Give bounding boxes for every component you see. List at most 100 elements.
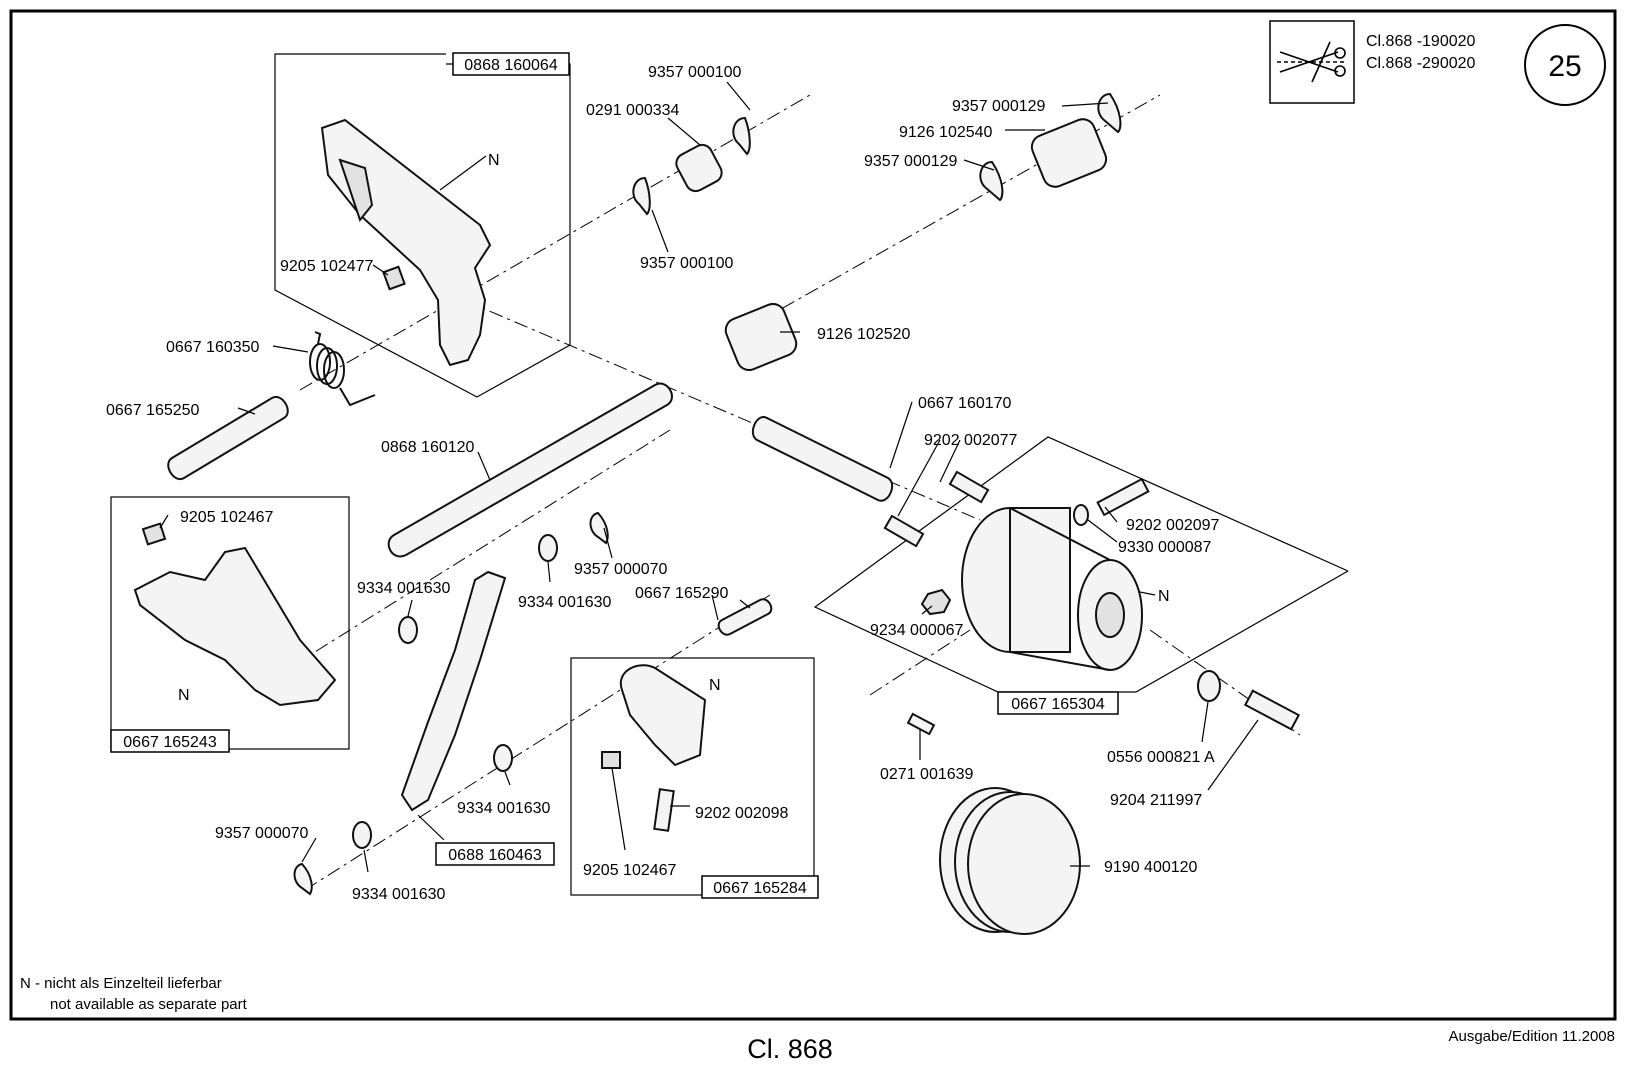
link-arm-part [400, 570, 507, 812]
label-0667-165250: 0667 165250 [106, 402, 200, 419]
legend-line-1: N - nicht als Einzelteil lieferbar [20, 975, 222, 992]
label-9357-000100-top: 9357 000100 [648, 64, 742, 81]
link-assembly-number: 0688 160463 [448, 847, 542, 864]
label-9126-102520: 9126 102520 [817, 326, 911, 343]
washer-c [493, 744, 513, 772]
n-mark-clamp: N [709, 677, 721, 694]
label-0667-165290: 0667 165290 [635, 585, 729, 602]
label-0868-160120: 0868 160120 [381, 439, 475, 456]
lever-assembly-box [452, 52, 570, 76]
cap-part [939, 787, 1081, 935]
label-9234-000067: 9234 000067 [870, 622, 964, 639]
clip-c [1097, 92, 1122, 134]
clamp-assembly-number: 0667 165284 [713, 880, 807, 897]
n-mark-lever: N [488, 152, 500, 169]
scissors-icon [1277, 41, 1346, 83]
shaft-part [387, 382, 673, 558]
label-9202-002077: 9202 002077 [924, 432, 1018, 449]
lever-assembly-number: 0868 160064 [464, 57, 558, 74]
label-9334-001630-a: 9334 001630 [357, 580, 451, 597]
label-9202-002097: 9202 002097 [1126, 517, 1220, 534]
assembly-labels: 0868 160064 0667 165243 0667 165284 0667… [110, 52, 1119, 899]
label-9204-211997: 9204 211997 [1110, 792, 1202, 809]
bracket-assembly-box [110, 729, 230, 753]
part-labels: 9357 000100 0291 000334 9357 000100 9357… [106, 64, 1220, 903]
small-pin-part [717, 598, 773, 636]
n-mark-hub: N [1158, 588, 1170, 605]
clamp-part [619, 664, 707, 767]
label-9205-102477: 9205 102477 [280, 258, 374, 275]
label-0291-000334: 0291 000334 [586, 102, 680, 119]
label-0271-001639: 0271 001639 [880, 766, 974, 783]
sheet-frame [9, 9, 1617, 1021]
cap-screw-c [883, 514, 925, 548]
clamp-assembly-outline [570, 657, 815, 896]
bracket-part [133, 546, 337, 707]
model-line-2: Cl.868 -290020 [1366, 55, 1476, 72]
page-number-circle [1524, 24, 1606, 106]
label-9334-001630-c: 9334 001630 [457, 800, 551, 817]
model-line-1: Cl.868 -190020 [1366, 33, 1476, 50]
hub-assembly-outline [813, 436, 1349, 693]
washer-a [398, 616, 418, 644]
label-9357-000070-bottom: 9357 000070 [215, 825, 309, 842]
clip-b [632, 176, 651, 216]
label-9357-000100-bottom: 9357 000100 [640, 255, 734, 272]
sleeve-c [724, 302, 798, 372]
cap-screw-b [948, 470, 990, 504]
legend-line-2: not available as separate part [50, 996, 248, 1013]
screw-9204 [1243, 689, 1301, 731]
set-screw-a [382, 265, 406, 291]
spring-part [309, 331, 376, 407]
label-9334-001630-b: 9334 001630 [518, 594, 612, 611]
set-screw-c [601, 751, 621, 769]
footer-title: Cl. 868 [747, 1034, 833, 1064]
label-9330-000087: 9330 000087 [1118, 539, 1212, 556]
edition-label: Ausgabe/Edition 11.2008 [1448, 1028, 1615, 1045]
label-0556-000821: 0556 000821 A [1107, 749, 1215, 766]
clip-a [732, 116, 751, 156]
leader-lines [159, 81, 1259, 873]
clamp-assembly-box [701, 875, 819, 899]
label-9357-000129-top: 9357 000129 [952, 98, 1046, 115]
sleeve-a [675, 143, 723, 193]
screw-0271 [906, 712, 936, 736]
cap-screw-a [653, 788, 675, 832]
lever-assembly-outline [274, 53, 571, 398]
cap-screw-d [1096, 477, 1150, 517]
label-9334-001630-d: 9334 001630 [352, 886, 446, 903]
washer-e [1073, 504, 1089, 526]
hub-assembly-box [997, 691, 1119, 715]
label-9202-002098: 9202 002098 [695, 805, 789, 822]
part-drawings [133, 92, 1301, 935]
clip-e [589, 511, 609, 545]
clip-f [293, 862, 313, 896]
label-0667-160350: 0667 160350 [166, 339, 260, 356]
sleeve-b [1030, 118, 1108, 188]
lever-slot [338, 158, 374, 223]
threaded-pin-part [751, 416, 894, 502]
n-marks: N N N N [178, 152, 1170, 704]
label-0667-160170: 0667 160170 [918, 395, 1012, 412]
pin-part [167, 395, 289, 481]
washer-b [538, 534, 558, 562]
assembly-outlines [110, 53, 1349, 896]
hub-part [961, 507, 1143, 671]
washer-f [1197, 670, 1221, 702]
label-9126-102540: 9126 102540 [899, 124, 993, 141]
page-number: 25 [1548, 50, 1581, 83]
washer-d [352, 821, 372, 849]
legend: N - nicht als Einzelteil lieferbar not a… [20, 975, 248, 1013]
label-9205-102467-clamp: 9205 102467 [583, 862, 677, 879]
bracket-assembly-outline [110, 496, 350, 750]
label-9205-102467-left: 9205 102467 [180, 509, 274, 526]
bracket-assembly-number: 0667 165243 [123, 734, 217, 751]
clip-d [979, 160, 1004, 202]
label-9190-400120: 9190 400120 [1104, 859, 1198, 876]
label-9357-000129-mid: 9357 000129 [864, 153, 958, 170]
label-9357-000070-top: 9357 000070 [574, 561, 668, 578]
n-mark-bracket: N [178, 687, 190, 704]
header-block: Cl.868 -190020 Cl.868 -290020 25 [1269, 20, 1606, 106]
set-screw-b [141, 522, 167, 546]
